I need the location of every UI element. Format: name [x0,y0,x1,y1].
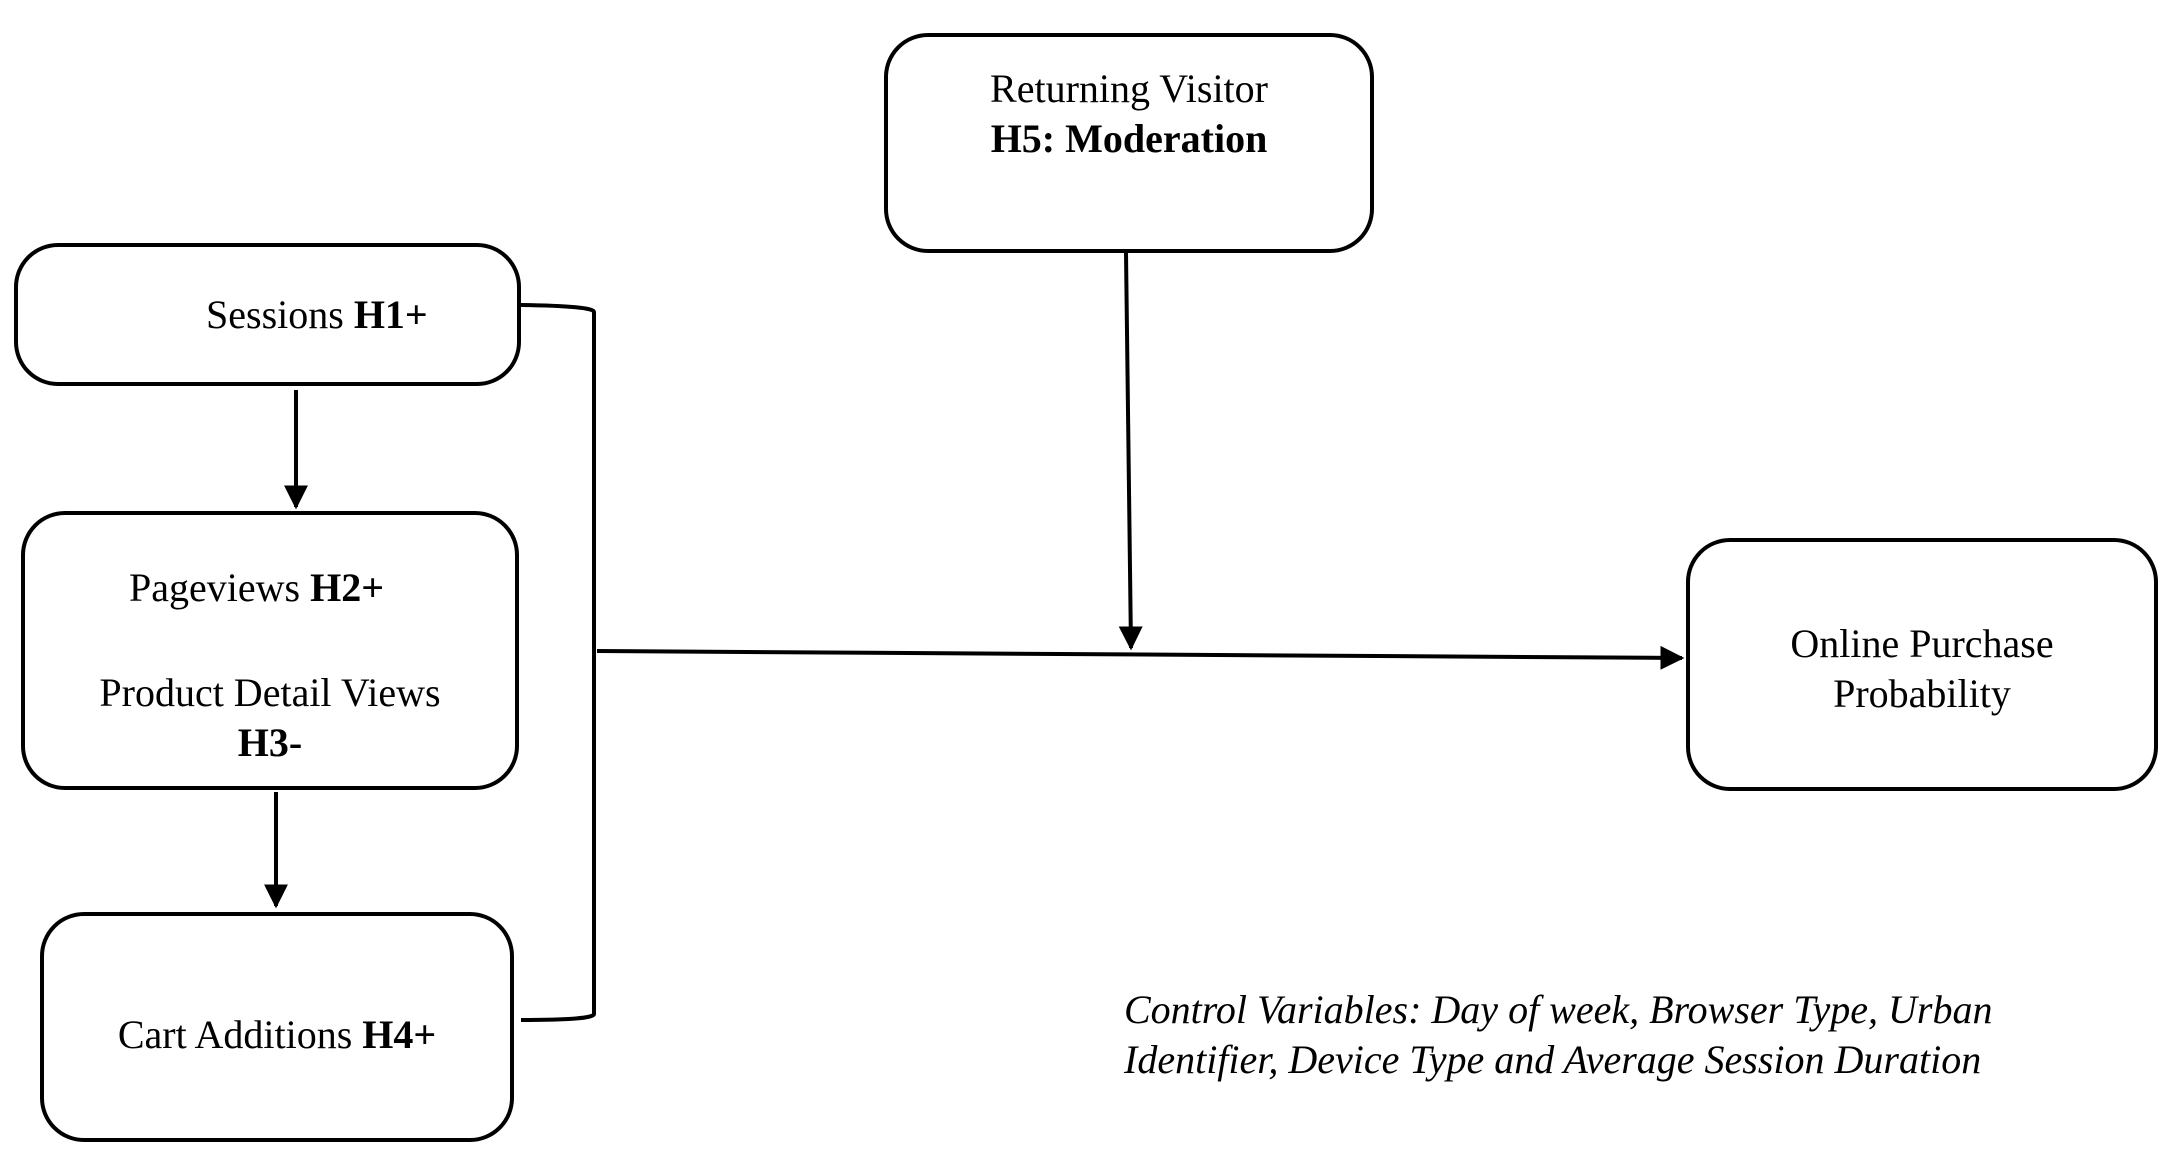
cart-additions-text: Cart Additions H4+ [44,1010,510,1060]
node-sessions: Sessions H1+ [14,243,521,386]
sessions-label: Sessions [206,292,344,337]
pageviews-text: Pageviews H2+ [129,563,619,613]
control-variables-line1: Control Variables: Day of week, Browser … [1124,987,1993,1032]
control-variables-note: Control Variables: Day of week, Browser … [1124,985,2124,1085]
h3-label: H3- [237,720,303,765]
cart-additions-label: Cart Additions [117,1012,353,1057]
h2-label: H2+ [310,565,384,610]
product-detail-views-label: Product Detail Views [99,670,441,715]
arrow-predictors-to-outcome [596,645,1685,670]
h5-label: H5: Moderation [990,116,1268,161]
outcome-label-line2: Probability [1833,671,2011,716]
outcome-label-line1: Online Purchase [1790,621,2054,666]
node-cart-additions: Cart Additions H4+ [40,912,514,1142]
returning-visitor-label: Returning Visitor [990,66,1268,111]
control-variables-line2: Identifier, Device Type and Average Sess… [1124,1037,1982,1082]
node-pageviews-product-detail-views: Pageviews H2+ Product Detail Views H3- [21,511,519,790]
node-online-purchase-probability: Online Purchase Probability [1686,538,2158,791]
pageviews-label: Pageviews [129,565,301,610]
bracket-connector [520,303,596,1022]
h4-label: H4+ [362,1012,437,1057]
h1-label: H1+ [353,292,428,337]
sessions-text: Sessions H1+ [206,290,705,340]
arrow-moderation [1118,252,1143,651]
node-returning-visitor: Returning Visitor H5: Moderation [884,33,1374,253]
